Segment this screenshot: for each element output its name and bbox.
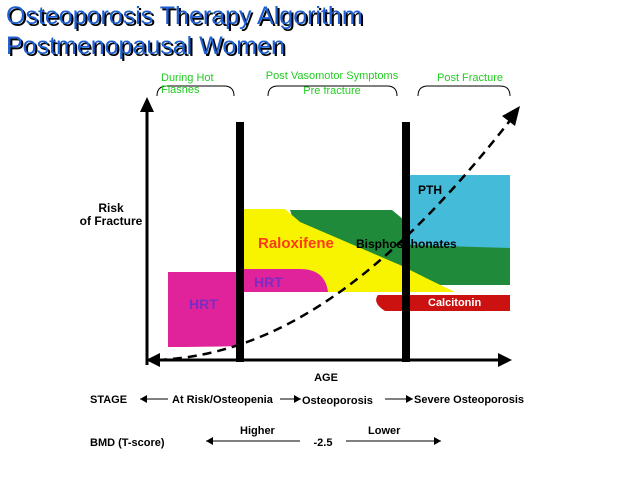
- bmd-threshold: -2.5: [314, 437, 333, 449]
- brace-post-fracture: [417, 85, 511, 97]
- stage-severe: Severe Osteoporosis: [414, 394, 524, 406]
- stage-label: STAGE: [90, 394, 127, 406]
- bmd-arrow-left-head: [206, 437, 213, 445]
- raloxifene-label: Raloxifene: [258, 235, 334, 252]
- title-line-2: Postmenopausal Women: [6, 32, 285, 60]
- fracture-risk-arrowhead: [502, 106, 520, 126]
- phase-post-fracture: Post Fracture: [437, 72, 503, 84]
- y-axis-label-line2: of Fracture: [80, 214, 143, 228]
- calcitonin-label: Calcitonin: [428, 297, 481, 309]
- phase-post-vasomotor-line1: Post Vasomotor Symptoms: [266, 70, 399, 82]
- x-axis-label: AGE: [314, 372, 338, 384]
- stage-at-risk: At Risk/Osteopenia: [172, 394, 274, 406]
- hrt-lower-region: [168, 272, 241, 347]
- phase-pre-fracture-line2: Pre fracture: [303, 85, 360, 97]
- y-axis-label-line1: Risk: [98, 201, 124, 215]
- stage-arrow-left-head: [140, 395, 147, 403]
- phase-hot-flashes-line2: Flashes: [161, 84, 200, 96]
- divider-bar-left: [236, 122, 244, 362]
- y-axis-arrowhead: [140, 97, 154, 112]
- bmd-higher-label: Higher: [240, 425, 276, 437]
- brace-post-vasomotor: [267, 85, 398, 97]
- phase-hot-flashes-line1: During Hot: [161, 72, 214, 84]
- bisphosphonates-region: [290, 210, 510, 285]
- divider-bar-right: [402, 122, 410, 362]
- bmd-lower-label: Lower: [368, 425, 401, 437]
- stage-arrow-right-head: [406, 395, 413, 403]
- x-axis-left-arrowhead: [146, 353, 160, 367]
- pth-label: PTH: [418, 183, 442, 197]
- hrt-upper-label: HRT: [254, 274, 283, 290]
- bmd-label: BMD (T-score): [90, 437, 165, 449]
- stage-osteoporosis: Osteoporosis: [302, 395, 373, 407]
- stage-arrow-mid-head: [294, 395, 301, 403]
- hrt-upper-region: [241, 269, 328, 292]
- bmd-arrow-right-head: [434, 437, 441, 445]
- title-line-1: Osteoporosis Therapy Algorithm: [6, 2, 363, 30]
- hrt-lower-label: HRT: [189, 296, 218, 312]
- x-axis-arrowhead: [498, 353, 512, 367]
- brace-hot-flashes: [156, 85, 235, 97]
- fracture-risk-curve: [157, 117, 513, 362]
